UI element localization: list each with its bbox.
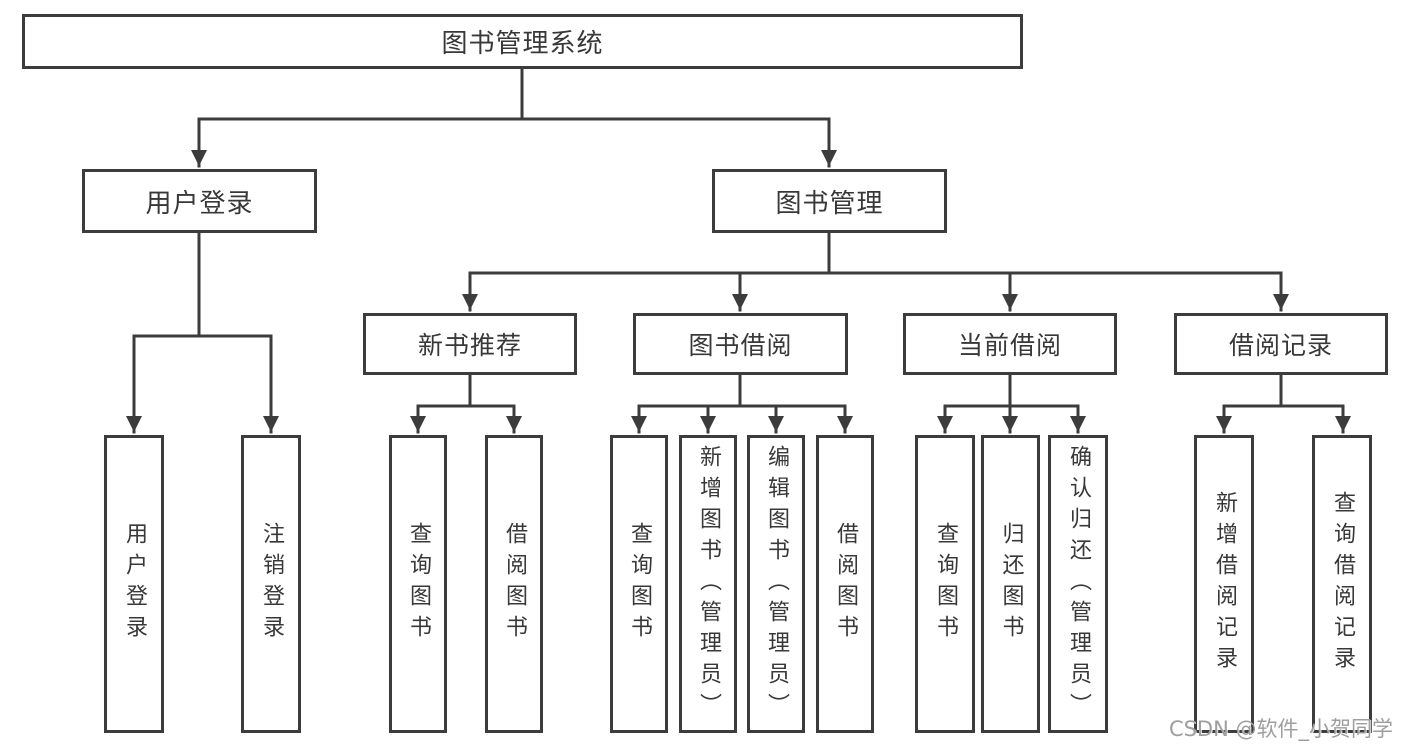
node-label: 图书管理 — [775, 188, 884, 219]
leaf-user-login: 用户登录 — [104, 435, 164, 733]
edges-current-borrow — [937, 371, 1086, 434]
node-current-borrow: 当前借阅 — [903, 313, 1117, 375]
leaf-bb-edit-books-admin: 编辑图书（管理员） — [747, 435, 805, 733]
leaf-nb-borrow-books: 借阅图书 — [485, 435, 543, 733]
node-label: 查询借阅记录 — [1330, 491, 1355, 677]
node-label: 查询图书 — [627, 522, 652, 646]
leaf-nb-query-books: 查询图书 — [389, 435, 447, 733]
node-label: 借阅图书 — [833, 522, 858, 646]
node-label: 当前借阅 — [957, 331, 1062, 360]
node-label: 用户登录 — [122, 522, 147, 646]
node-label: 借阅记录 — [1228, 331, 1333, 360]
node-root: 图书管理系统 — [22, 14, 1023, 69]
node-new-book-recommend: 新书推荐 — [363, 313, 577, 375]
node-label: 新增图书（管理员） — [696, 444, 721, 724]
node-label: 查询图书 — [933, 522, 958, 646]
node-label: 归还图书 — [998, 522, 1024, 646]
leaf-cb-confirm-return-admin: 确认归还（管理员） — [1048, 435, 1108, 733]
node-label: 新书推荐 — [417, 331, 522, 360]
node-book-management: 图书管理 — [712, 169, 947, 233]
node-label: 图书管理系统 — [441, 29, 604, 59]
edges-new-book-recommend — [410, 371, 522, 434]
node-label: 用户登录 — [145, 188, 254, 219]
node-label: 编辑图书（管理员） — [764, 444, 789, 724]
node-user-login: 用户登录 — [82, 169, 317, 233]
leaf-br-add-record: 新增借阅记录 — [1194, 435, 1254, 733]
leaf-logout: 注销登录 — [241, 435, 301, 733]
leaf-cb-query-books: 查询图书 — [915, 435, 975, 733]
node-label: 图书借阅 — [688, 331, 793, 360]
edges-root — [191, 64, 837, 168]
node-label: 确认归还（管理员） — [1066, 444, 1091, 724]
node-label: 注销登录 — [259, 522, 284, 646]
node-borrow-records: 借阅记录 — [1174, 313, 1388, 375]
node-label: 借阅图书 — [502, 522, 527, 646]
edges-user-login — [126, 229, 279, 434]
edges-borrow-records — [1216, 371, 1351, 434]
leaf-bb-borrow-books: 借阅图书 — [816, 435, 874, 733]
leaf-bb-add-books-admin: 新增图书（管理员） — [679, 435, 737, 733]
edges-book-borrow — [631, 371, 853, 434]
node-label: 新增借阅记录 — [1212, 491, 1237, 677]
csdn-watermark: CSDN @软件_小贺同学 — [1168, 717, 1393, 741]
edges-book-management — [462, 229, 1289, 312]
leaf-br-query-record: 查询借阅记录 — [1312, 435, 1372, 733]
node-label: 查询图书 — [406, 522, 431, 646]
node-book-borrow: 图书借阅 — [633, 313, 848, 375]
leaf-cb-return-books: 归还图书 — [981, 435, 1040, 733]
leaf-bb-query-books: 查询图书 — [610, 435, 668, 733]
